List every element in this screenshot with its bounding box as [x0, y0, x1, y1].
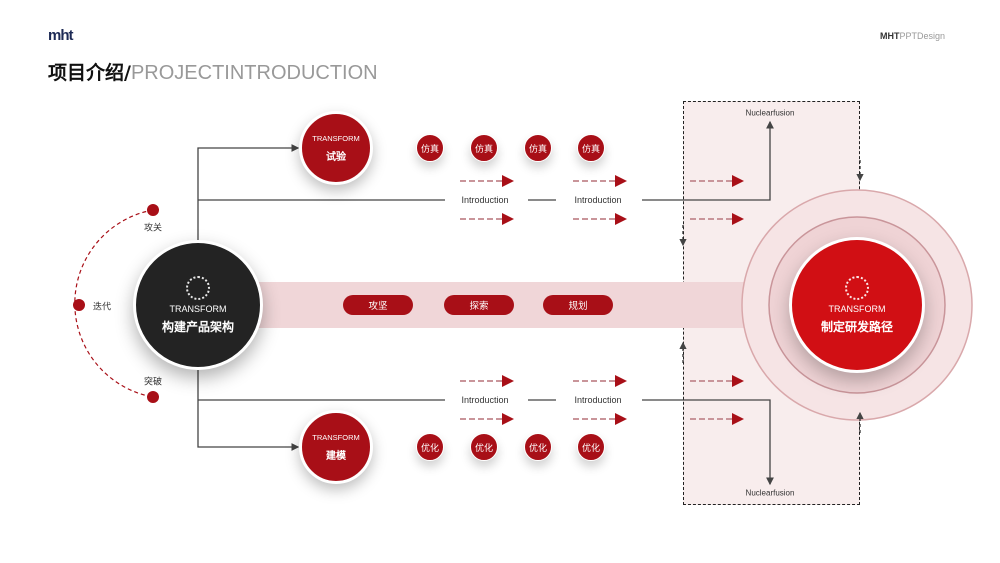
nuclear-bottom: Nuclearfusion: [745, 488, 795, 498]
target-tag: TRANSFORM: [828, 303, 886, 314]
target-label: 制定研发路径: [820, 319, 893, 334]
top-node-label: 试验: [326, 151, 346, 163]
target-node[interactable]: TRANSFORM 制定研发路径: [789, 237, 925, 373]
top-node-tag: TRANSFORM: [312, 133, 360, 143]
sim-item[interactable]: 仿真: [577, 134, 605, 162]
center-tag: TRANSFORM: [169, 303, 227, 314]
arc-label-top: 攻关: [143, 222, 163, 233]
bottom-node[interactable]: TRANSFORM 建模: [299, 410, 373, 484]
pill-gongjian[interactable]: 攻坚: [343, 295, 413, 315]
page-title: 项目介绍/PROJECTINTRODUCTION: [48, 58, 378, 85]
title-en: PROJECTINTRODUCTION: [130, 62, 378, 84]
nuclear-top: Nuclearfusion: [745, 108, 795, 118]
arc-label-bottom: 突破: [143, 376, 163, 387]
loader-icon: [845, 275, 869, 300]
brand-bold: MHT: [880, 31, 900, 41]
left-arc: [74, 209, 154, 398]
opt-item[interactable]: 优化: [416, 433, 444, 461]
opt-item[interactable]: 优化: [524, 433, 552, 461]
pill-guihua[interactable]: 规划: [543, 295, 613, 315]
arc-label-middle: 迭代: [92, 301, 112, 312]
top-node[interactable]: TRANSFORM 试验: [299, 111, 373, 185]
intro-label: Introduction: [574, 195, 622, 205]
intro-label: Introduction: [461, 395, 509, 405]
pill-tansuo[interactable]: 探索: [444, 295, 514, 315]
logo: mht: [48, 27, 73, 44]
title-cn: 项目介绍/: [48, 62, 131, 84]
bottom-node-label: 建模: [326, 450, 346, 462]
sim-item[interactable]: 仿真: [524, 134, 552, 162]
brand-light: PPTDesign: [899, 31, 946, 41]
intro-label: Introduction: [461, 195, 509, 205]
brand: MHTPPTDesign: [880, 31, 945, 41]
opt-item[interactable]: 优化: [577, 433, 605, 461]
opt-item[interactable]: 优化: [470, 433, 498, 461]
sim-item[interactable]: 仿真: [416, 134, 444, 162]
bottom-node-tag: TRANSFORM: [312, 432, 360, 442]
sim-item[interactable]: 仿真: [470, 134, 498, 162]
loader-icon: [186, 275, 210, 300]
center-label: 构建产品架构: [161, 319, 234, 334]
center-node[interactable]: TRANSFORM 构建产品架构: [133, 240, 263, 370]
intro-label: Introduction: [574, 395, 622, 405]
